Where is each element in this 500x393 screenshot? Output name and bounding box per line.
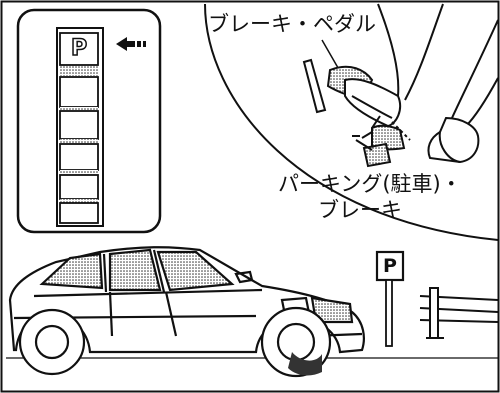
parking-sign-symbol: P [383,255,397,277]
gear-p-box [59,32,99,66]
left-arrow-icon [116,37,146,51]
gear-p-symbol: P [70,35,88,62]
foot-well-drawing [302,3,499,168]
brake-pedal-label: ブレーキ・ペダル [208,12,376,36]
parking-brake-label-line1: パーキング(駐車)・ [278,172,462,196]
callout-arc [204,3,499,241]
car [8,246,365,378]
parking-sign [375,250,405,347]
parking-brake-label-line2: ブレーキ [318,198,402,222]
gear-slots [59,76,99,224]
shift-indicator-panel [16,8,162,234]
fence [419,287,499,339]
